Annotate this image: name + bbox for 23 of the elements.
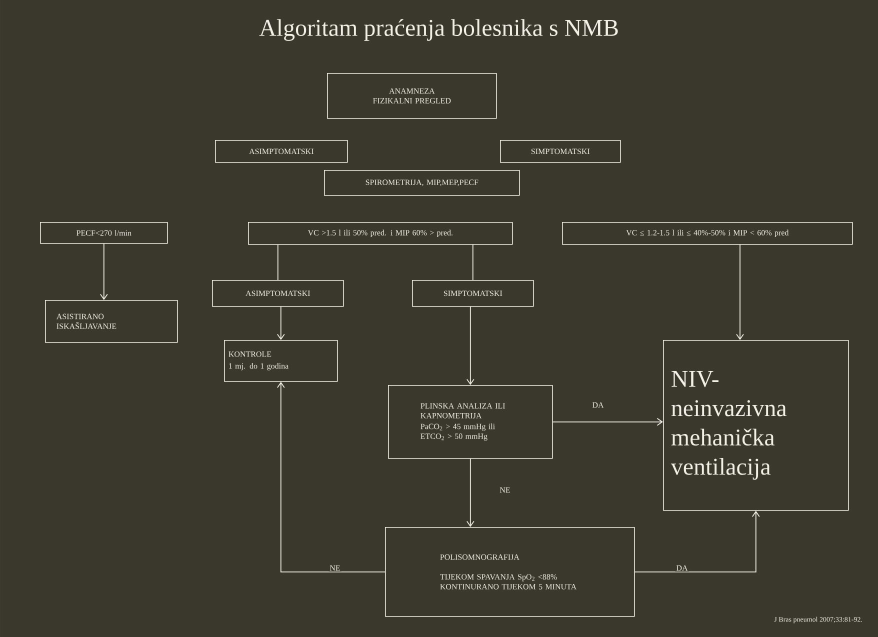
process-box: SIMPTOMATSKI <box>412 280 534 307</box>
process-box: ANAMNEZA FIZIKALNI PREGLED <box>327 73 497 119</box>
process-box: ASIMPTOMATSKI <box>215 140 348 163</box>
arrow <box>634 510 760 572</box>
arrow <box>100 243 108 300</box>
outcome-box: NIV- neinvazivna mehanička ventilacija <box>663 340 849 511</box>
arrow <box>466 458 474 527</box>
test-box: PLINSKA ANALIZA ILI KAPNOMETRIJA PaCO$_{2}$ > 45 mmHg ili ETCO$_{2}$ > 50 mmHg <box>388 385 553 459</box>
arrow <box>466 306 474 385</box>
arrow <box>276 382 386 572</box>
process-box: SPIROMETRIJA, MIP,MEP,PECF <box>324 170 520 196</box>
arrow <box>736 244 744 340</box>
condition-box: VC ≤ 1.2-1.5 l ili ≤ 40%-50% i MIP < 60% pred <box>562 222 853 245</box>
process-box: SIMPTOMATSKI <box>500 140 621 163</box>
condition-box: VC >1.5 l ili 50% pred. i MIP 60% > pred. <box>248 222 513 245</box>
process-box: KONTROLE 1 mj. do 1 godina <box>224 340 338 382</box>
title: Algoritam praćenja bolesnika s NMB <box>259 19 618 41</box>
condition-box: PECF<270 l/min <box>40 222 168 244</box>
test-box: POLISOMNOGRAFIJA TIJEKOM SPAVANJA SpO$_{2}$ <88% KONTINURANO TIJEKOM 5 MINUTA <box>385 527 635 617</box>
process-box: ASIMPTOMATSKI <box>212 280 344 307</box>
arrow <box>552 418 663 426</box>
process-box: ASISTIRANO ISKAŠLJAVANJE <box>45 300 178 343</box>
arrow <box>276 306 285 340</box>
